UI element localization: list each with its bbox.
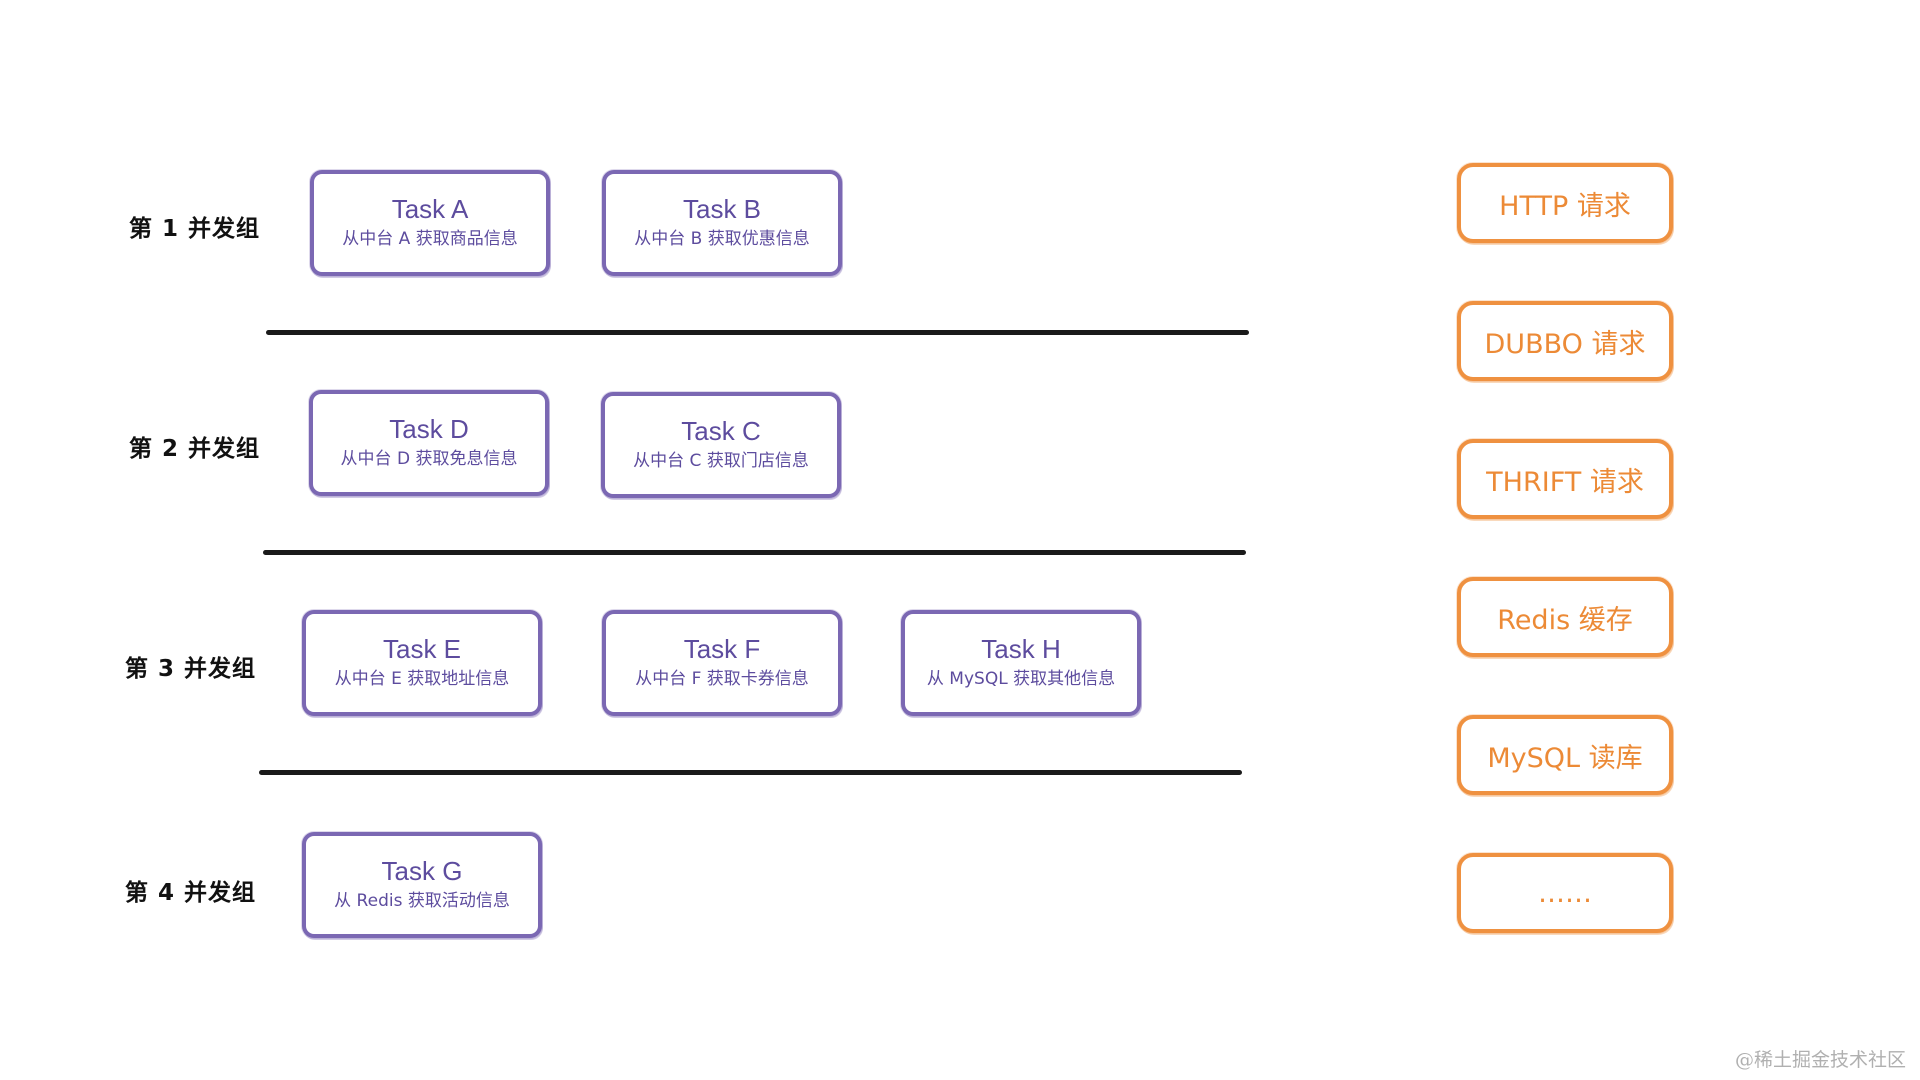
- group-divider-3: [259, 770, 1242, 775]
- protocol-thrift: THRIFT 请求: [1457, 439, 1673, 519]
- task-g-desc: 从 Redis 获取活动信息: [334, 891, 510, 911]
- task-a-title: Task A: [391, 194, 469, 224]
- protocol-dubbo: DUBBO 请求: [1457, 301, 1673, 381]
- protocol-http: HTTP 请求: [1457, 163, 1673, 243]
- task-h-box: Task H 从 MySQL 获取其他信息: [901, 610, 1141, 716]
- task-e-desc: 从中台 E 获取地址信息: [334, 669, 510, 689]
- task-h-desc: 从 MySQL 获取其他信息: [926, 669, 1116, 689]
- group-divider-2: [263, 550, 1246, 555]
- task-d-desc: 从中台 D 获取免息信息: [340, 449, 518, 469]
- task-e-title: Task E: [382, 634, 462, 664]
- task-c-title: Task C: [681, 416, 761, 446]
- task-f-desc: 从中台 F 获取卡券信息: [635, 669, 809, 689]
- task-d-title: Task D: [389, 414, 469, 444]
- task-c-desc: 从中台 C 获取门店信息: [633, 451, 809, 471]
- task-h-title: Task H: [981, 634, 1061, 664]
- task-g-box: Task G 从 Redis 获取活动信息: [302, 832, 542, 938]
- group-3-label: 第 3 并发组: [124, 656, 256, 682]
- task-f-title: Task F: [683, 634, 761, 664]
- task-f-box: Task F 从中台 F 获取卡券信息: [602, 610, 842, 716]
- protocol-more: ……: [1457, 853, 1673, 933]
- protocol-redis: Redis 缓存: [1457, 577, 1673, 657]
- task-a-desc: 从中台 A 获取商品信息: [342, 229, 518, 249]
- task-e-box: Task E 从中台 E 获取地址信息: [302, 610, 542, 716]
- group-divider-1: [266, 330, 1249, 335]
- group-2-label: 第 2 并发组: [128, 436, 260, 462]
- task-b-desc: 从中台 B 获取优惠信息: [634, 229, 810, 249]
- group-4-label: 第 4 并发组: [124, 880, 256, 906]
- task-c-box: Task C 从中台 C 获取门店信息: [601, 392, 841, 498]
- task-a-box: Task A 从中台 A 获取商品信息: [310, 170, 550, 276]
- task-b-box: Task B 从中台 B 获取优惠信息: [602, 170, 842, 276]
- group-1-label: 第 1 并发组: [128, 216, 260, 242]
- task-g-title: Task G: [381, 856, 463, 886]
- protocol-mysql: MySQL 读库: [1457, 715, 1673, 795]
- task-d-box: Task D 从中台 D 获取免息信息: [309, 390, 549, 496]
- watermark: @稀土掘金技术社区: [1734, 1049, 1906, 1071]
- task-b-title: Task B: [682, 194, 762, 224]
